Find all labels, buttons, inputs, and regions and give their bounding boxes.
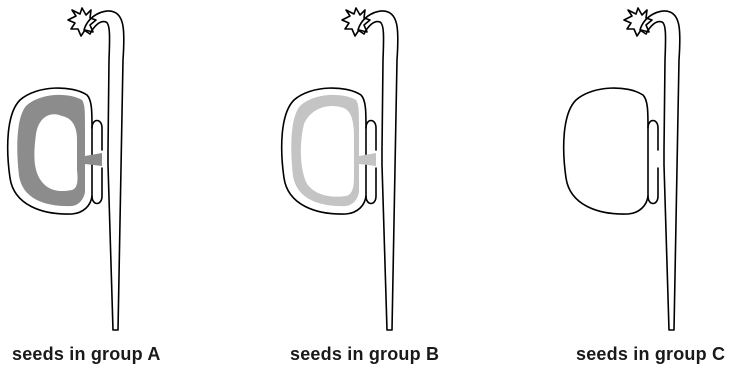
cotyledon-outer [564, 88, 648, 214]
seed-panel-a: seeds in group A [0, 0, 251, 374]
caption-group-a: seeds in group A [12, 344, 161, 365]
caption-group-c: seeds in group C [576, 344, 725, 365]
seed-panel-c: seeds in group C [556, 0, 752, 374]
seed-illustration-c [556, 0, 752, 330]
stem-notch [648, 121, 658, 204]
seed-illustration-a [0, 0, 251, 330]
seed-panel-b: seeds in group B [274, 0, 525, 374]
seed-illustration-b [274, 0, 525, 330]
caption-group-b: seeds in group B [290, 344, 439, 365]
